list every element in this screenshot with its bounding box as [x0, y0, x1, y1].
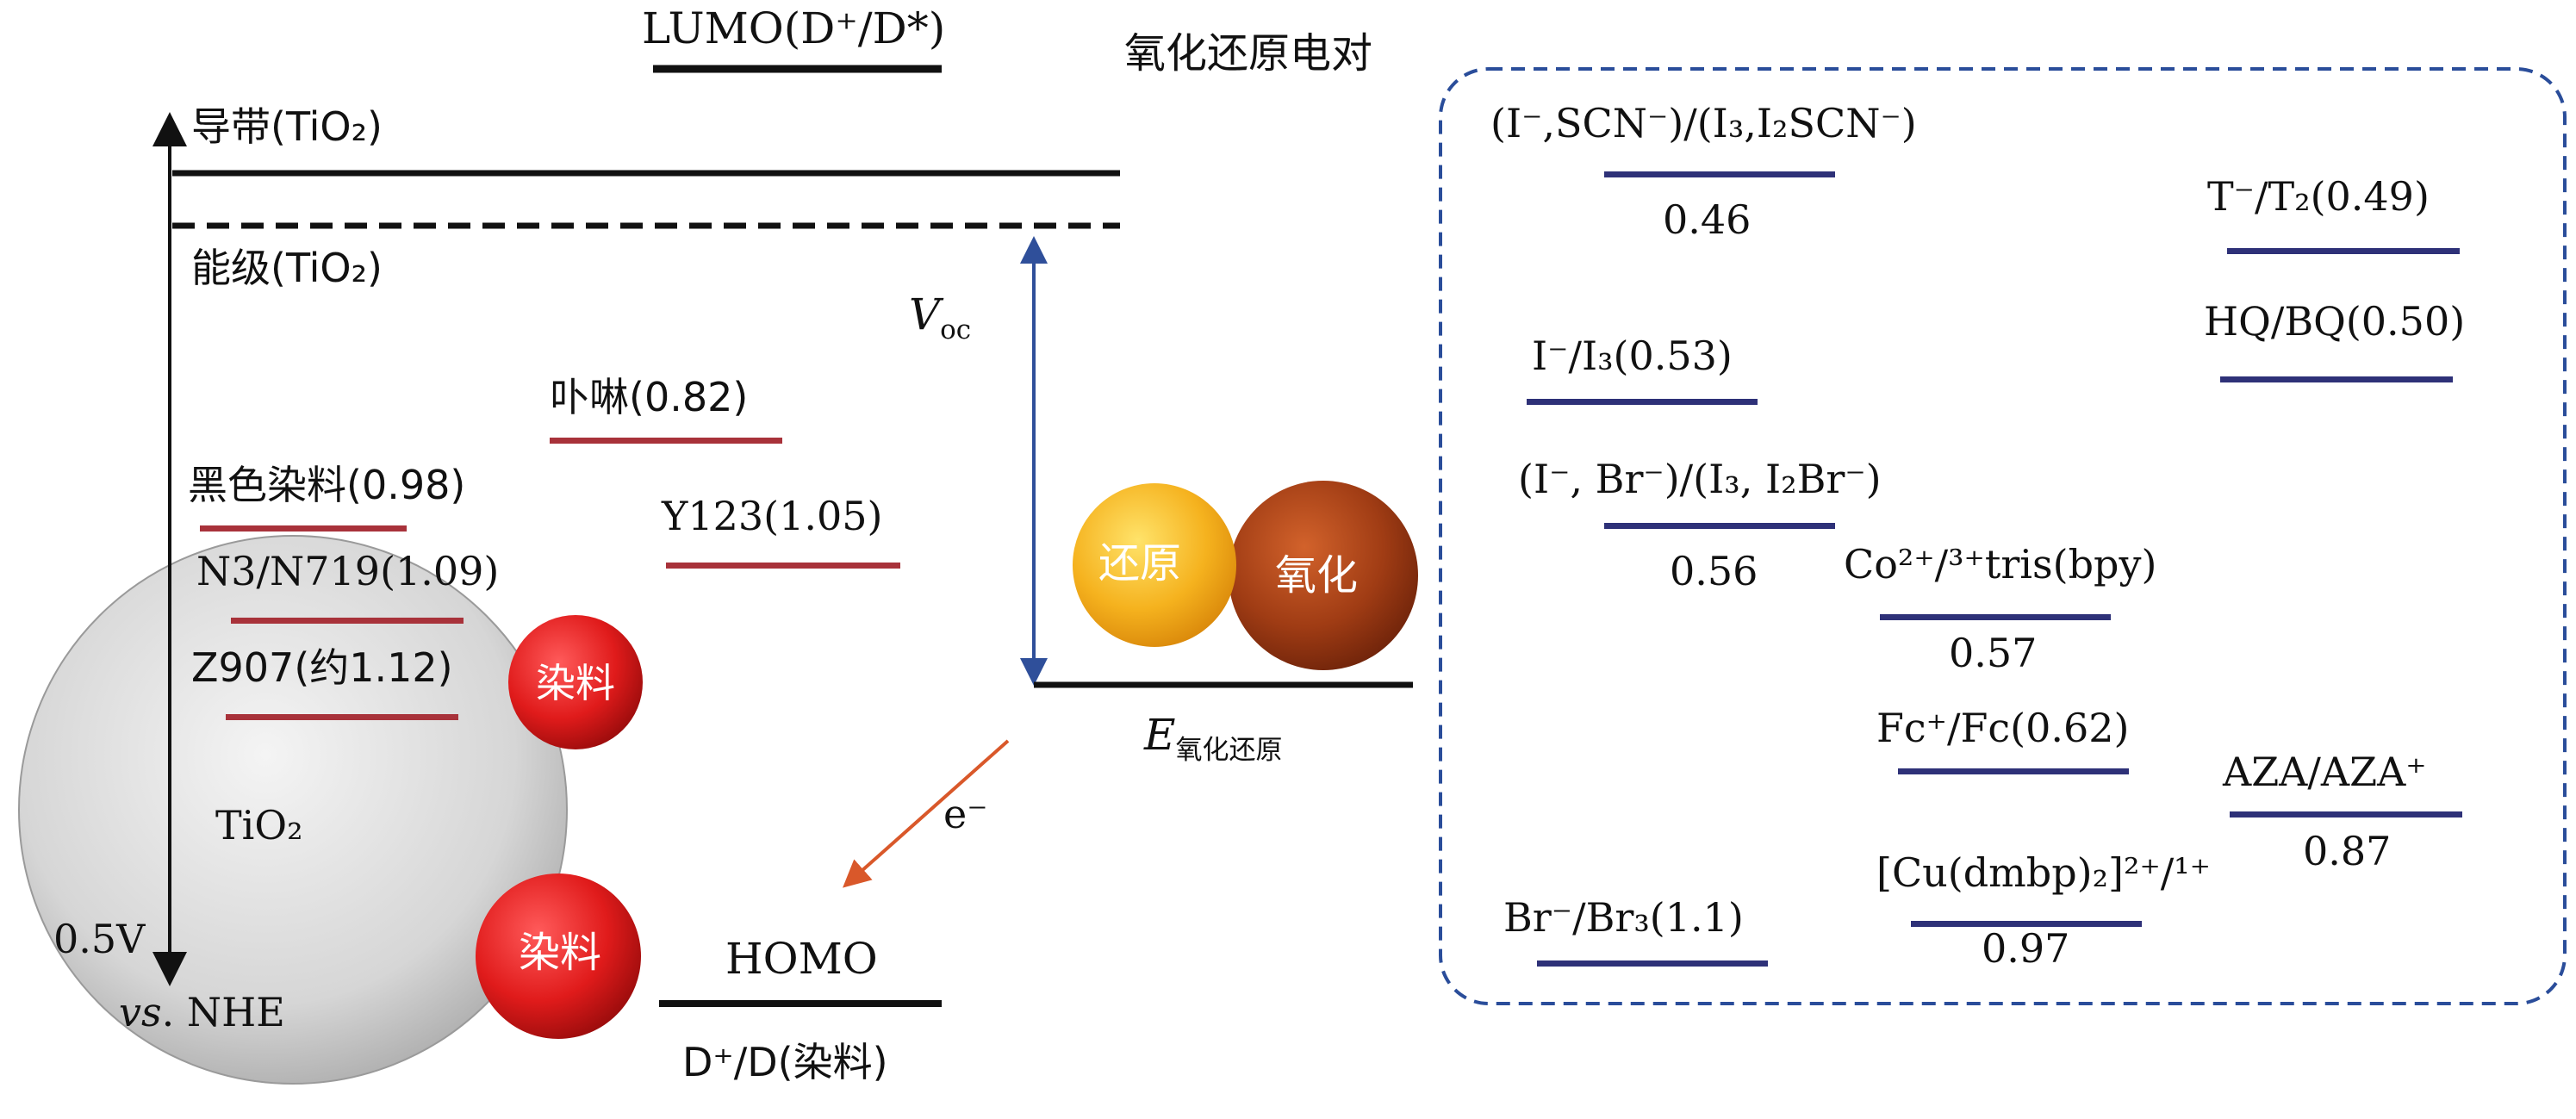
- dye-level-bar-black-dye: [200, 525, 407, 532]
- redox-energy-subscript: 氧化还原: [1176, 735, 1283, 766]
- redox-title: 氧化还原电对: [1124, 33, 1372, 74]
- dye-level-label-porphyrin: 卟啉(0.82): [550, 377, 748, 417]
- fermi-level-label: 能级(TiO₂): [191, 248, 383, 288]
- dye-ball-upper-label: 染料: [536, 663, 615, 703]
- redox-bar-aza: [2230, 811, 2462, 817]
- dye-level-label-y123: Y123(1.05): [662, 496, 882, 536]
- oxidized-ball-label: 氧化: [1275, 555, 1358, 596]
- redox-couple-name-i-scn: (I⁻,SCN⁻)/(I₃,I₂SCN⁻): [1490, 103, 1917, 143]
- conduction-band-label: 导带(TiO₂): [191, 107, 383, 146]
- lumo-label: LUMO(D⁺/D*): [642, 7, 945, 50]
- redox-bar-i-i3: [1527, 399, 1758, 405]
- tio2-particle-label: TiO₂: [215, 805, 303, 845]
- redox-couple-name-t-t2: T⁻/T₂(0.49): [2207, 177, 2430, 216]
- redox-couple-name-hq-bq: HQ/BQ(0.50): [2204, 302, 2465, 341]
- dye-level-label-n3-n719: N3/N719(1.09): [196, 551, 499, 591]
- dye-level-bar-n3-n719: [231, 618, 464, 624]
- homo-label: HOMO: [725, 937, 878, 980]
- redox-couple-name-co-bpy: Co²⁺/³⁺tris(bpy): [1844, 544, 2156, 584]
- redox-couple-value-i-br: 0.56: [1670, 551, 1758, 591]
- redox-bar-i-br: [1604, 523, 1835, 529]
- redox-bar-br-br3: [1537, 960, 1768, 967]
- dye-level-label-z907: Z907(约1.12): [191, 648, 453, 687]
- voc-label: Voc: [909, 293, 971, 336]
- redox-couple-name-aza: AZA/AZA⁺: [2223, 752, 2427, 792]
- potential-scale-label: 0.5V: [53, 919, 145, 959]
- redox-bar-i-scn: [1604, 171, 1835, 177]
- redox-bar-co-bpy: [1880, 614, 2111, 620]
- dye-level-bar-y123: [666, 563, 900, 569]
- reduced-ball-label: 还原: [1098, 543, 1181, 584]
- homo-couple-label: D⁺/D(染料): [682, 1042, 888, 1082]
- redox-energy-italic: E: [1144, 710, 1176, 760]
- scale-reference-rest: . NHE: [162, 989, 285, 1035]
- redox-couple-name-cu-dmbp: [Cu(dmbp)₂]²⁺/¹⁺: [1876, 853, 2211, 892]
- dye-level-bar-z907: [226, 714, 458, 720]
- voc-italic: V: [909, 289, 940, 339]
- dye-level-bar-porphyrin: [550, 438, 782, 444]
- scale-reference-italic: vs: [119, 989, 162, 1035]
- voc-subscript: oc: [940, 314, 971, 345]
- dye-ball-lower-label: 染料: [519, 932, 601, 973]
- redox-couple-name-i-br: (I⁻, Br⁻)/(I₃, I₂Br⁻): [1518, 459, 1882, 499]
- dye-level-label-black-dye: 黑色染料(0.98): [188, 465, 465, 505]
- redox-energy-label: E氧化还原: [1144, 713, 1283, 756]
- redox-couple-value-co-bpy: 0.57: [1949, 633, 2037, 673]
- redox-couple-value-cu-dmbp: 0.97: [1982, 929, 2069, 968]
- redox-couple-name-fc: Fc⁺/Fc(0.62): [1876, 708, 2129, 748]
- redox-couple-value-i-scn: 0.46: [1663, 200, 1751, 239]
- redox-bar-t-t2: [2227, 248, 2460, 254]
- redox-couple-value-aza: 0.87: [2303, 831, 2391, 871]
- electron-label: e⁻: [943, 794, 988, 834]
- redox-bar-hq-bq: [2220, 376, 2453, 382]
- redox-couple-name-br-br3: Br⁻/Br₃(1.1): [1503, 898, 1744, 937]
- redox-bar-fc: [1898, 768, 2129, 774]
- redox-couple-name-i-i3: I⁻/I₃(0.53): [1532, 336, 1733, 376]
- scale-reference-label: vs. NHE: [119, 992, 285, 1032]
